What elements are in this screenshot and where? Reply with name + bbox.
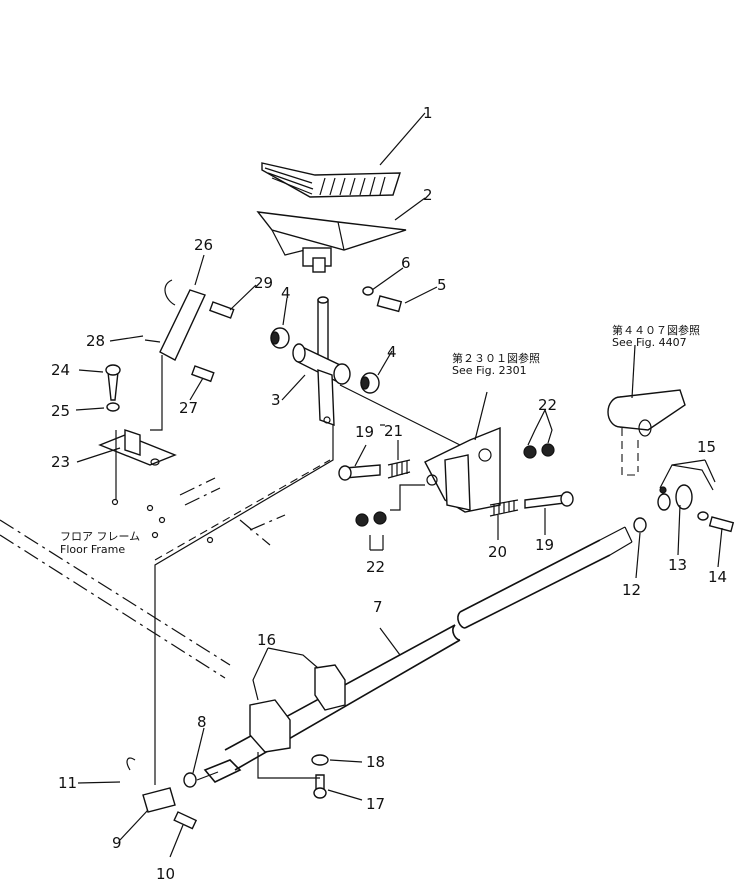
right-linkage [607, 389, 735, 533]
pedal-pad [261, 162, 401, 198]
part-label-5: 5 [437, 276, 447, 294]
part-label-9: 9 [112, 834, 122, 852]
ref-2301-jp: 第２３０１図参照 [452, 351, 540, 365]
part-label-29: 29 [254, 274, 273, 292]
part-label-22a: 22 [538, 396, 557, 414]
part-label-7: 7 [373, 598, 383, 616]
part-label-26: 26 [194, 236, 213, 254]
part-label-14: 14 [708, 568, 727, 586]
ref-4407-jp: 第４４０７図参照 [612, 323, 700, 337]
part-label-1: 1 [423, 104, 433, 122]
part-label-18: 18 [366, 753, 385, 771]
leader-lines [75, 112, 723, 858]
clamp-blocks [126, 664, 346, 830]
part-label-21: 21 [384, 422, 403, 440]
part-label-25: 25 [51, 402, 70, 420]
part-label-3: 3 [271, 391, 281, 409]
ref-4407-en: See Fig. 4407 [612, 336, 687, 349]
center-bracket [338, 384, 574, 527]
part-label-12: 12 [622, 581, 641, 599]
part-label-19b: 19 [535, 536, 554, 554]
part-label-4b: 4 [387, 343, 397, 361]
bushings [270, 327, 380, 394]
floor-frame-en: Floor Frame [60, 543, 125, 556]
part-label-8: 8 [197, 713, 207, 731]
part-label-17: 17 [366, 795, 385, 813]
part-label-4a: 4 [281, 284, 291, 302]
pedal-plate [256, 211, 407, 273]
part-label-19a: 19 [355, 423, 374, 441]
part-label-28: 28 [86, 332, 105, 350]
part-label-16: 16 [257, 631, 276, 649]
part-label-11: 11 [58, 774, 77, 792]
part-label-20: 20 [488, 543, 507, 561]
left-bracket [98, 279, 235, 500]
reference-notes: 第２３０１図参照 See Fig. 2301 第４４０７図参照 See Fig.… [60, 323, 700, 556]
part-label-15: 15 [697, 438, 716, 456]
part-label-22b: 22 [366, 558, 385, 576]
part-label-13: 13 [668, 556, 687, 574]
floor-frame-jp: フロア フレーム [60, 530, 140, 543]
part-label-2: 2 [423, 186, 433, 204]
bolt-5 [362, 286, 403, 313]
part-label-27: 27 [179, 399, 198, 417]
part-label-6: 6 [401, 254, 411, 272]
part-label-24: 24 [51, 361, 70, 379]
link-rod [154, 425, 334, 785]
part-labels: 1 2 26 6 29 5 4 28 4 24 3 27 25 22 19 21… [51, 104, 727, 881]
pedal-lever [292, 296, 351, 427]
part-label-10: 10 [156, 865, 175, 881]
part-label-23: 23 [51, 453, 70, 471]
floor-frame [0, 459, 331, 679]
ref-2301-en: See Fig. 2301 [452, 364, 527, 377]
